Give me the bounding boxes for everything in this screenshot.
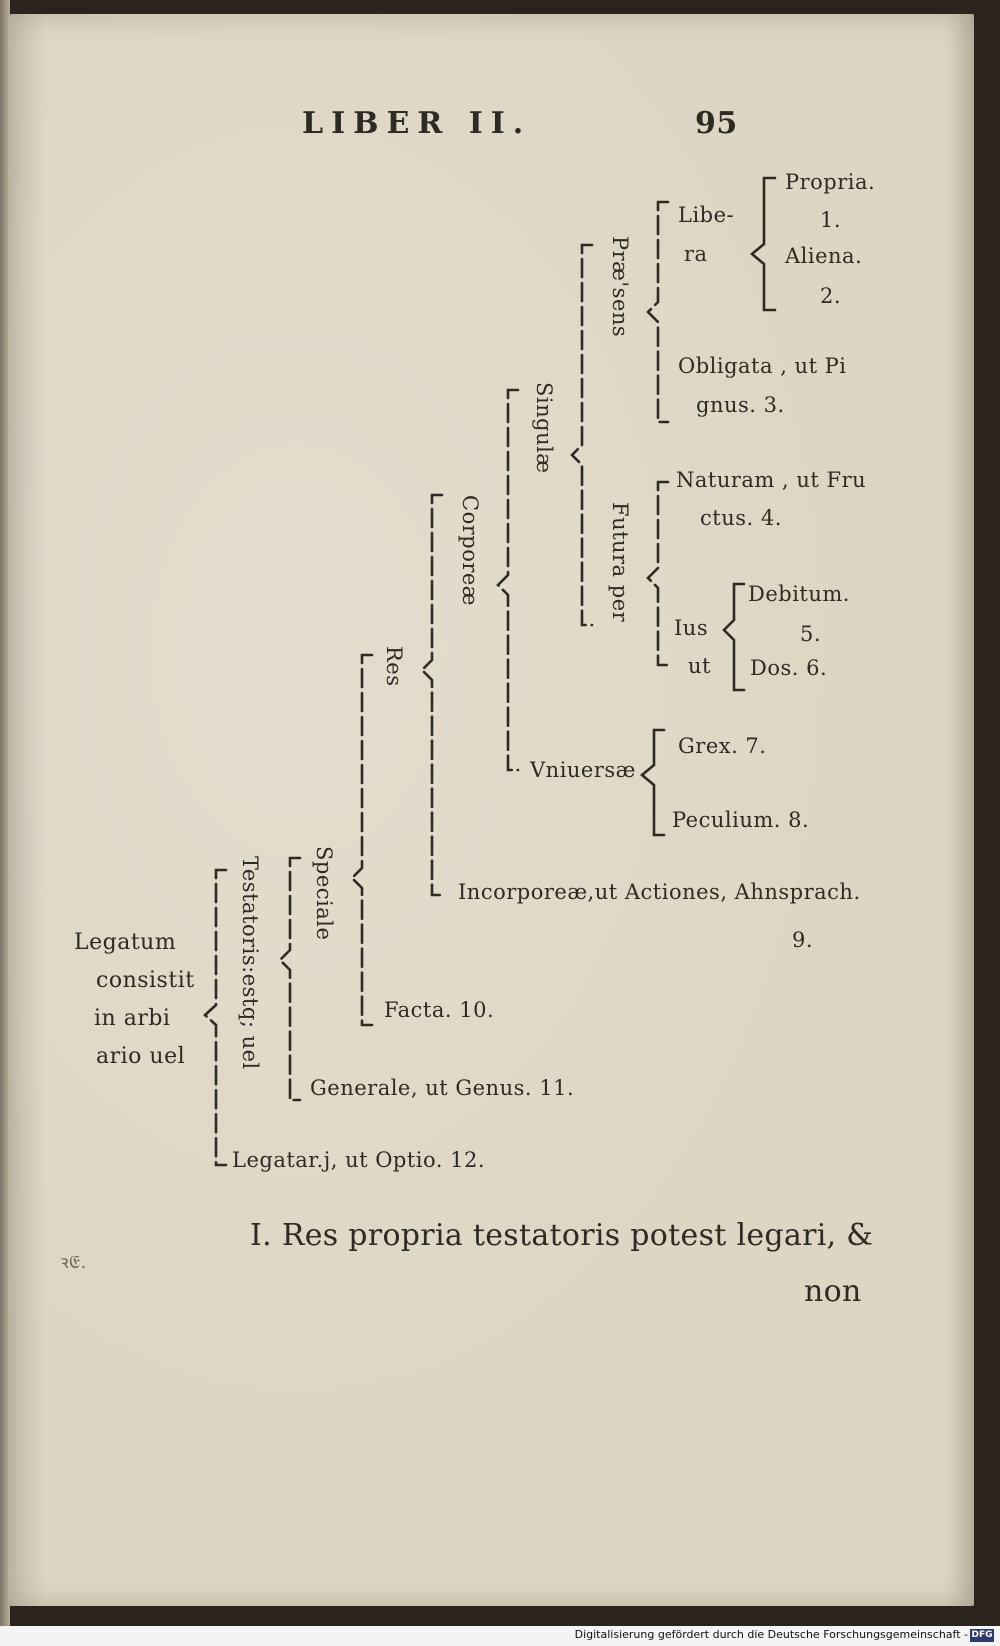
- label-ut: ut: [688, 654, 711, 678]
- running-title: LIBER II.: [302, 106, 532, 141]
- bracket-legatum: [203, 868, 228, 1167]
- label-legatum: Legatum: [74, 930, 177, 955]
- bracket-universae: [639, 728, 666, 837]
- label-naturam: Naturam , ut Fru: [676, 468, 867, 492]
- label-num-2: 2.: [820, 284, 842, 308]
- label-debitum: Debitum.: [748, 582, 850, 606]
- footer-bar: [0, 1626, 1000, 1646]
- label-grex: Grex. 7.: [678, 734, 767, 758]
- label-peculium: Peculium. 8.: [672, 808, 810, 832]
- marginal-mark: ꝛ𝔈.: [60, 1252, 87, 1273]
- funding-note: Digitalisierung gefördert durch die Deut…: [574, 1628, 968, 1641]
- bracket-corporeae: [496, 388, 520, 772]
- bracket-libera: [749, 176, 777, 312]
- label-propria: Propria.: [785, 170, 876, 194]
- label-generale: Generale, ut Genus. 11.: [310, 1076, 575, 1100]
- binding-edge: [0, 0, 10, 1646]
- label-pignus: gnus. 3.: [696, 393, 785, 417]
- label-res: Res: [382, 646, 406, 687]
- label-singulae: Singulæ: [532, 382, 556, 474]
- bracket-testatoris: [278, 856, 302, 1102]
- label-fructus: ctus. 4.: [700, 506, 782, 530]
- bracket-singulae: [570, 243, 594, 627]
- body-line-2: non: [804, 1274, 862, 1309]
- label-libera-2: ra: [684, 242, 708, 266]
- label-obligata: Obligata , ut Pi: [678, 354, 847, 378]
- label-speciale: Speciale: [312, 846, 336, 941]
- label-libera-1: Libe-: [678, 203, 735, 227]
- dfg-logo: DFG: [970, 1629, 994, 1642]
- label-num-5: 5.: [800, 622, 822, 646]
- page-number: 95: [695, 106, 738, 141]
- label-consistit: consistit: [96, 968, 195, 993]
- label-ius: Ius: [674, 616, 709, 640]
- label-num-1: 1.: [820, 208, 842, 232]
- bracket-praesens: [646, 200, 670, 424]
- bracket-speciale: [350, 653, 374, 1027]
- bracket-futura: [646, 480, 670, 667]
- label-facta: Facta. 10.: [384, 998, 495, 1022]
- bracket-ius: [722, 582, 746, 692]
- label-legatarii: Legatar.j, ut Optio. 12.: [232, 1148, 486, 1172]
- label-praesens: Præ'sens: [608, 236, 632, 338]
- label-dos: Dos. 6.: [750, 656, 828, 680]
- label-aliena: Aliena.: [785, 244, 863, 268]
- label-testatoris: Testatoris:estq; uel: [238, 856, 262, 1070]
- label-ario-uel: ario uel: [96, 1044, 186, 1069]
- label-universae: Vniuersæ: [530, 758, 636, 782]
- label-in-arbi: in arbi: [94, 1006, 171, 1031]
- bracket-res: [420, 493, 444, 897]
- label-futura: Futura per: [608, 502, 632, 623]
- label-corporeae: Corporeæ: [458, 495, 482, 607]
- label-num-9: 9.: [792, 928, 814, 952]
- body-line-1: I. Res propria testatoris potest legari,…: [250, 1218, 874, 1253]
- label-incorporeae: Incorporeæ,ut Actiones, Ahnsprach.: [458, 880, 861, 904]
- book-page: [8, 14, 974, 1606]
